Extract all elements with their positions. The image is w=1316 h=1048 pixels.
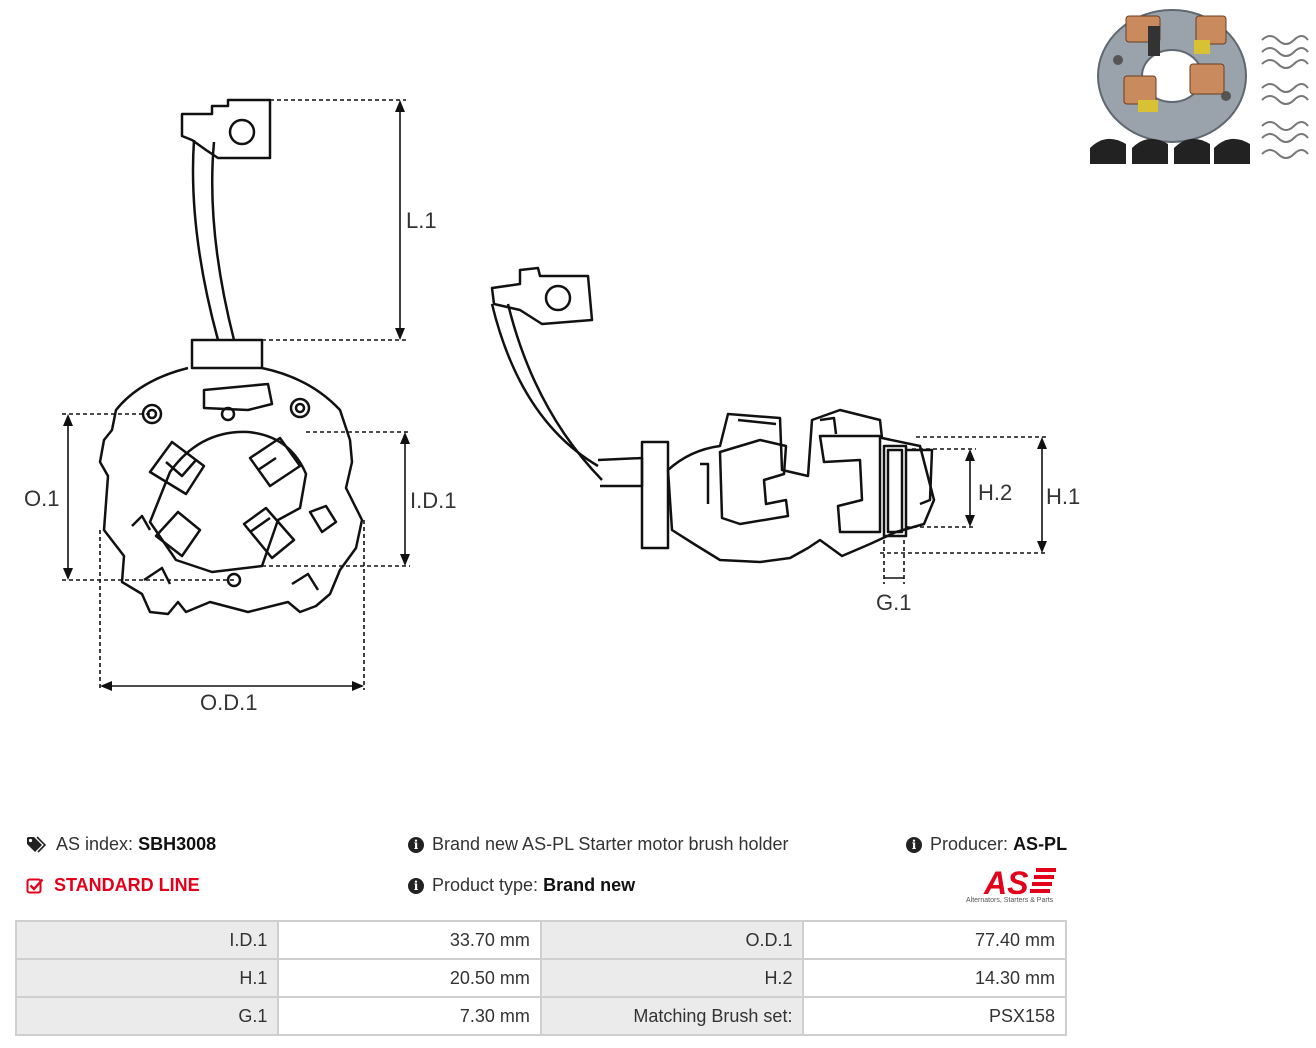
info-circle-icon: i: [906, 836, 922, 853]
technical-drawing: L.1 O.1 I.D.1 O.D.1 H.2 H.1 G.1: [24, 9, 1309, 715]
product-description: Brand new AS-PL Starter motor brush hold…: [432, 834, 789, 854]
dim-label-h2: H.2: [978, 480, 1012, 505]
description-row: i Brand new AS-PL Starter motor brush ho…: [408, 834, 789, 855]
svg-text:AS: AS: [983, 865, 1029, 898]
spec-label: H.2: [539, 958, 805, 998]
tag-icon: [27, 835, 46, 853]
producer-row: i Producer: AS-PL: [906, 834, 1067, 855]
spec-label: I.D.1: [14, 920, 280, 960]
terminal-side-view: [490, 266, 594, 326]
product-type-row: i Product type: Brand new: [408, 875, 635, 896]
info-circle-icon: i: [408, 836, 424, 853]
spec-label: Matching Brush set:: [539, 996, 805, 1036]
standard-line-row: STANDARD LINE: [26, 875, 200, 896]
as-index-label: AS index:: [56, 834, 134, 854]
spec-table: I.D.1 33.70 mm O.D.1 77.40 mm H.1 20.50 …: [14, 920, 1067, 1036]
spec-label: H.1: [14, 958, 280, 998]
dim-label-od1: O.D.1: [200, 690, 257, 715]
as-pl-logo: AS Alternators, Starters & Parts: [962, 864, 1070, 908]
logo-tagline: Alternators, Starters & Parts: [966, 897, 1054, 904]
spec-value: 7.30 mm: [277, 996, 542, 1036]
product-type-value: Brand new: [543, 875, 636, 895]
info-circle-icon: i: [408, 877, 424, 894]
brush-plate-top-view: [98, 366, 364, 616]
check-square-icon: [26, 878, 44, 893]
product-photo: [1090, 9, 1309, 164]
table-row: H.1 20.50 mm H.2 14.30 mm: [14, 958, 1067, 998]
standard-line-label: STANDARD LINE: [54, 875, 200, 895]
producer-value: AS-PL: [1013, 834, 1068, 854]
dim-label-g1: G.1: [876, 590, 911, 615]
dim-label-h1: H.1: [1046, 484, 1080, 509]
spec-value: 77.40 mm: [802, 920, 1067, 960]
table-row: I.D.1 33.70 mm O.D.1 77.40 mm: [14, 920, 1067, 960]
spec-label: O.D.1: [539, 920, 805, 960]
as-logo-mark: AS: [983, 865, 1056, 901]
dim-label-o1: O.1: [24, 486, 59, 511]
terminal-top-view: [180, 98, 272, 160]
dim-label-id1: I.D.1: [410, 488, 456, 513]
producer-label: Producer:: [930, 834, 1009, 854]
dim-label-l1: L.1: [406, 208, 437, 233]
brush-holder-side-view: [640, 440, 670, 550]
spec-value: 33.70 mm: [277, 920, 542, 960]
as-index-row: AS index: SBH3008: [26, 834, 216, 855]
table-row: G.1 7.30 mm Matching Brush set: PSX158: [14, 996, 1067, 1036]
spec-label: G.1: [14, 996, 280, 1036]
spec-value: PSX158: [802, 996, 1067, 1036]
as-index-value: SBH3008: [138, 834, 217, 854]
spec-value: 20.50 mm: [277, 958, 542, 998]
product-type-label: Product type:: [432, 875, 539, 895]
spec-value: 14.30 mm: [802, 958, 1067, 998]
